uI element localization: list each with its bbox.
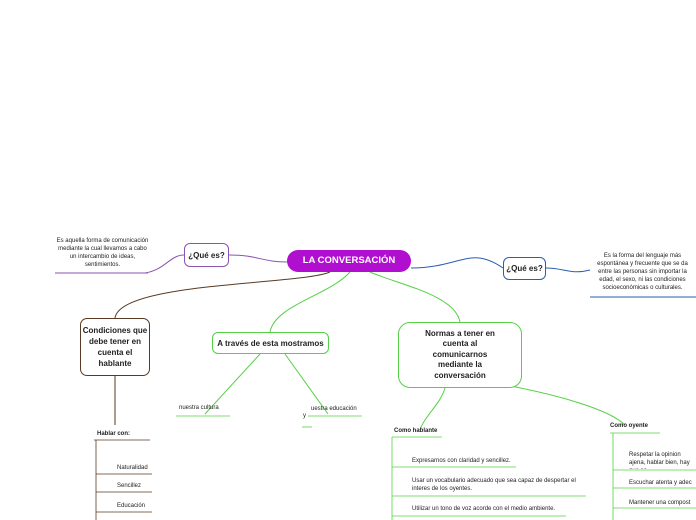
link-center-left-question: [228, 254, 288, 263]
link-center-normas: [369, 271, 461, 323]
traves-node[interactable]: A través de esta mostramos: [212, 332, 329, 354]
traves-title: A través de esta mostramos: [217, 338, 324, 348]
conditions-item-sencillez: Sencillez: [117, 483, 142, 489]
oyente-item-3: Mantener una compost: [629, 500, 691, 506]
link-traves-cultura: [204, 353, 261, 415]
central-topic[interactable]: LA CONVERSACIÓN: [287, 250, 411, 272]
oyente-item-1: Respetar la opinion ajena, hablar bien, …: [629, 452, 690, 469]
right-question-node[interactable]: ¿Qué es?: [503, 257, 546, 280]
conditions-item-naturalidad: Naturalidad: [117, 465, 148, 471]
link-center-conditions: [114, 271, 331, 319]
hablante-title: Como hablante: [394, 428, 438, 434]
oyente-item-2: Escuchar atenta y adec: [629, 480, 692, 486]
hablante-item-2: Usar un vocabulario adecuado que sea cap…: [412, 478, 576, 492]
link-center-right-question: [410, 257, 504, 269]
traves-connector-y: y: [303, 413, 306, 419]
traves-item-educacion: uestra educación: [311, 406, 357, 412]
normas-title: Normas a tener en cuenta al comunicarnos…: [425, 328, 495, 380]
right-question-label: ¿Qué es?: [506, 264, 543, 273]
hablante-item-3: Utilizar un tono de voz acorde con el me…: [412, 506, 556, 512]
oyente-title: Como oyente: [610, 423, 649, 429]
conditions-item-educacion: Educación: [117, 503, 146, 509]
right-description: Es la forma del lenguaje más espontánea …: [597, 253, 688, 291]
conditions-node[interactable]: Condiciones que debe tener en cuenta el …: [80, 318, 150, 376]
link-right-question-desc: [545, 267, 591, 273]
traves-item-cultura: nuestra cultura: [179, 405, 219, 411]
normas-node[interactable]: Normas a tener en cuenta al comunicarnos…: [398, 322, 522, 388]
link-normas-hablante: [419, 387, 446, 431]
hablante-item-1: Expresarnos con claridad y sencillez.: [412, 458, 511, 464]
left-question-label: ¿Qué es?: [188, 250, 225, 260]
link-left-question-desc: [144, 254, 185, 274]
link-center-traves: [269, 271, 351, 333]
left-question-node[interactable]: ¿Qué es?: [184, 243, 229, 267]
link-normas-oyente: [499, 383, 626, 426]
left-description: Es aquella forma de comunicación mediant…: [56, 238, 149, 268]
conditions-title: Condiciones que debe tener en cuenta el …: [82, 326, 148, 368]
link-traves-educacion: [284, 353, 329, 415]
conditions-subtitle: Hablar con:: [97, 431, 131, 437]
